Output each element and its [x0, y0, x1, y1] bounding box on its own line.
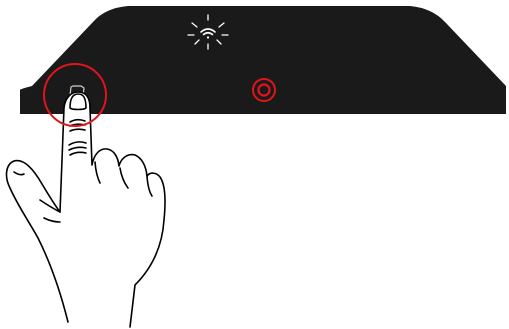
pointing-hand-icon: [7, 92, 165, 327]
device-body: [20, 6, 506, 114]
